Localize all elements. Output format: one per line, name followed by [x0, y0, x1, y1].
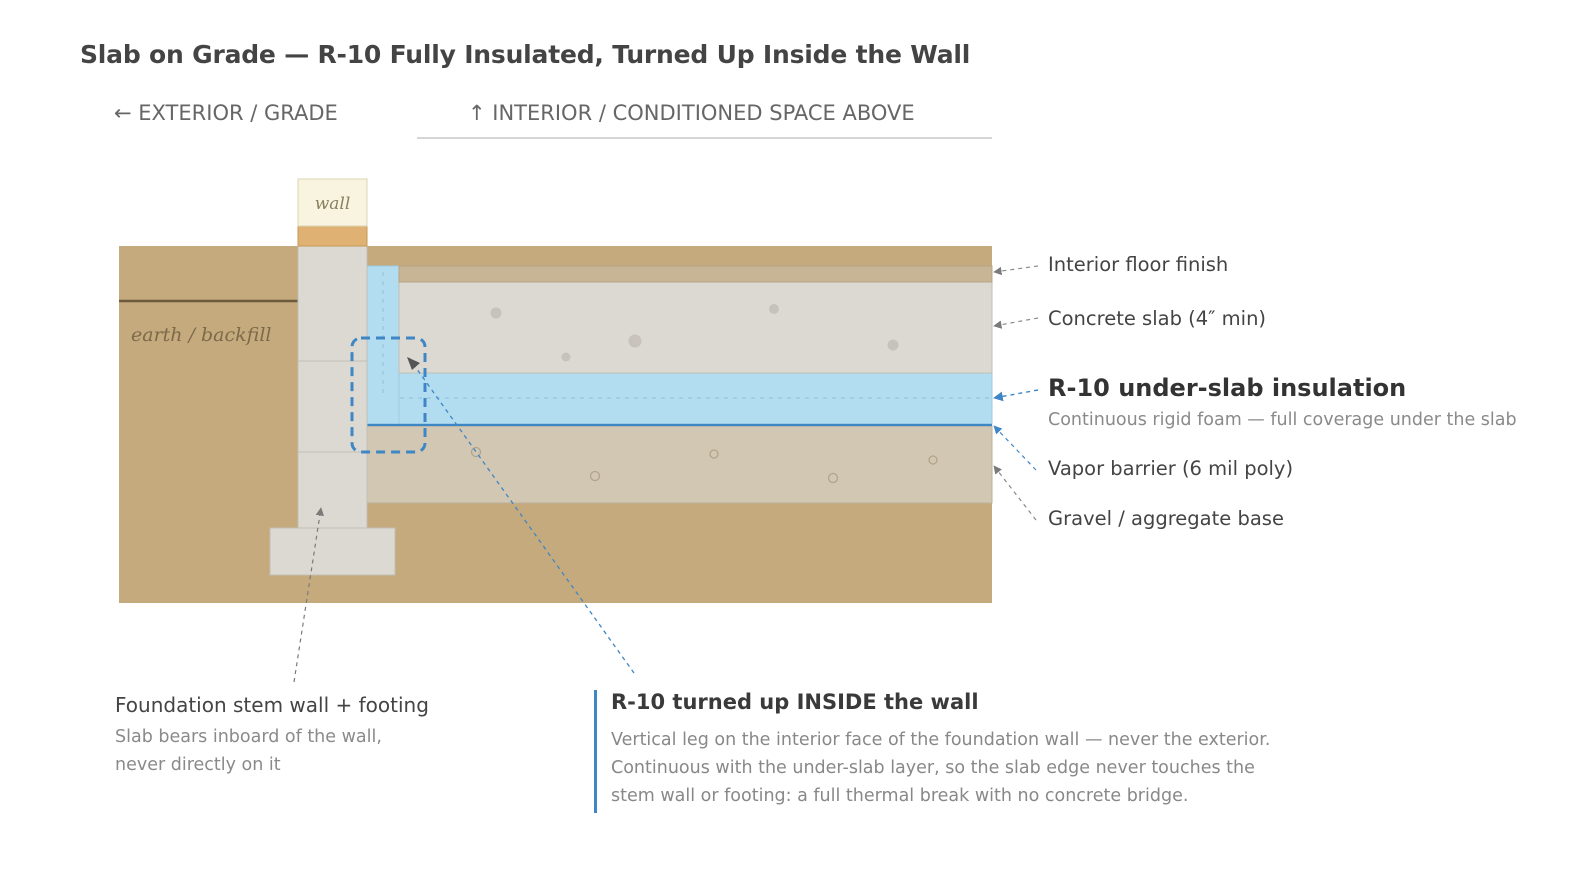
- sill-plate: [297, 225, 368, 247]
- framed-wall: [297, 178, 368, 227]
- slab-aggregate: [490, 304, 899, 362]
- concrete-slab: [398, 281, 993, 374]
- footing: [269, 527, 396, 576]
- callout-line: Vertical leg on the interior face of the…: [611, 730, 1271, 750]
- foundation-note-line: never directly on it: [115, 755, 281, 775]
- callout-line: stem wall or footing: a full thermal bre…: [611, 786, 1189, 806]
- gravel-base: [366, 425, 993, 504]
- earth-label: earth / backfill: [131, 324, 271, 346]
- leader-gravel: [993, 465, 1037, 521]
- leader-insulation: [993, 389, 1039, 402]
- exterior-orientation-label: ← EXTERIOR / GRADE: [114, 101, 338, 125]
- foundation-note-line: Slab bears inboard of the wall,: [115, 727, 382, 747]
- callout-line: Continuous with the under-slab layer, so…: [611, 758, 1255, 778]
- page-title: Slab on Grade — R-10 Fully Insulated, Tu…: [80, 40, 971, 69]
- leader-vapor-barrier: [993, 425, 1037, 471]
- leader-foundation: [293, 507, 324, 683]
- label-concrete-slab: Concrete slab (4″ min): [1048, 307, 1267, 330]
- callout-accent-bar: [594, 690, 597, 813]
- label-vapor-barrier: Vapor barrier (6 mil poly): [1048, 457, 1294, 480]
- label-gravel-base: Gravel / aggregate base: [1048, 507, 1284, 530]
- label-floor-finish: Interior floor finish: [1048, 253, 1229, 276]
- foundation-stem-wall: [297, 245, 368, 529]
- callout-title: R-10 turned up INSIDE the wall: [611, 690, 979, 714]
- leader-turned-up-insulation: [408, 357, 635, 674]
- label-insulation-detail: Continuous rigid foam — full coverage un…: [1048, 410, 1517, 430]
- leader-floor-finish: [993, 265, 1039, 276]
- turned-up-arrowhead: [407, 357, 420, 370]
- interior-floor-finish: [398, 265, 993, 283]
- foundation-note-title: Foundation stem wall + footing: [115, 693, 429, 717]
- interior-orientation-label: ↑ INTERIOR / CONDITIONED SPACE ABOVE: [468, 101, 915, 125]
- gravel-stones: [470, 446, 938, 484]
- interior-orientation-rule: [417, 137, 992, 139]
- label-insulation: R-10 under-slab insulation: [1048, 374, 1407, 402]
- leader-concrete-slab: [993, 317, 1039, 329]
- wall-label: wall: [315, 194, 351, 214]
